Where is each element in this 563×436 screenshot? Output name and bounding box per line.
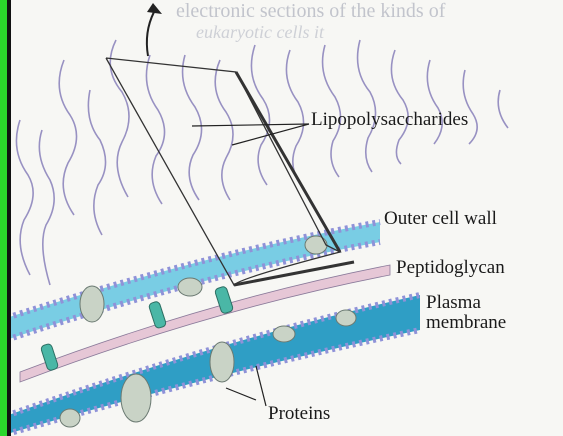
left-edge-bar bbox=[0, 0, 7, 436]
label-peptidoglycan: Peptidoglycan bbox=[396, 258, 505, 278]
left-edge-border bbox=[7, 0, 11, 436]
label-outer-cell-wall: Outer cell wall bbox=[384, 209, 497, 229]
arrow-head bbox=[147, 3, 162, 14]
pointer-arrow bbox=[147, 12, 154, 56]
label-proteins: Proteins bbox=[268, 404, 330, 424]
label-plasma-membrane: Plasma membrane bbox=[426, 293, 556, 333]
label-lipopolysaccharides: Lipopolysaccharides bbox=[311, 110, 468, 130]
